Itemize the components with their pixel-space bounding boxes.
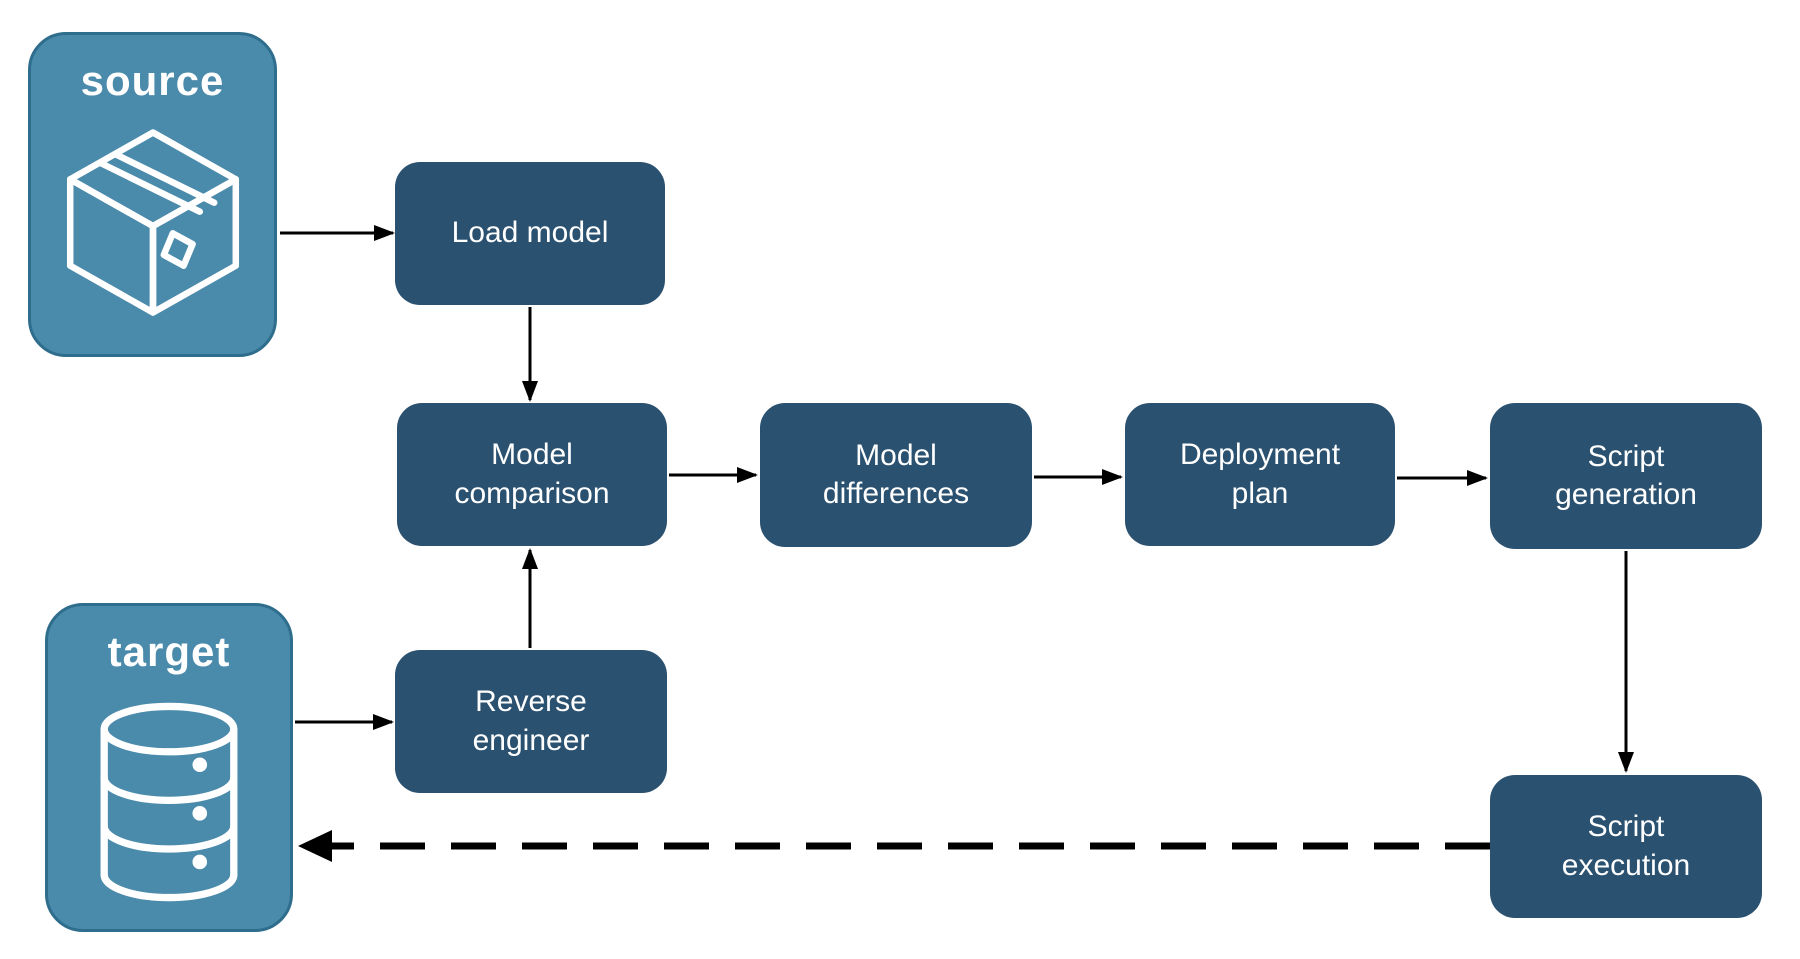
node-reverse-engineer-label: Reverse engineer xyxy=(472,685,590,757)
node-model-comparison-label: Model comparison xyxy=(454,438,610,510)
node-load-model-label: Load model xyxy=(451,216,609,250)
node-script-execution-label: Script execution xyxy=(1561,810,1691,882)
node-model-comparison: Model comparison xyxy=(397,403,667,546)
database-icon xyxy=(100,702,238,902)
node-script-generation-label: Script generation xyxy=(1555,439,1697,511)
node-reverse-engineer: Reverse engineer xyxy=(395,650,667,793)
target-label: target xyxy=(107,628,231,675)
target-endpoint: target xyxy=(45,603,293,932)
node-script-generation: Script generation xyxy=(1490,403,1762,549)
package-icon xyxy=(66,129,239,316)
node-load-model: Load model xyxy=(395,162,665,305)
node-deployment-plan-label: Deployment plan xyxy=(1179,438,1341,510)
node-deployment-plan: Deployment plan xyxy=(1125,403,1395,546)
node-script-execution: Script execution xyxy=(1490,775,1762,918)
dashed-arrowhead xyxy=(298,830,332,862)
node-model-differences: Model differences xyxy=(760,403,1032,547)
source-endpoint: source xyxy=(28,32,277,357)
node-model-differences-label: Model differences xyxy=(822,438,970,510)
source-label: source xyxy=(80,57,225,104)
